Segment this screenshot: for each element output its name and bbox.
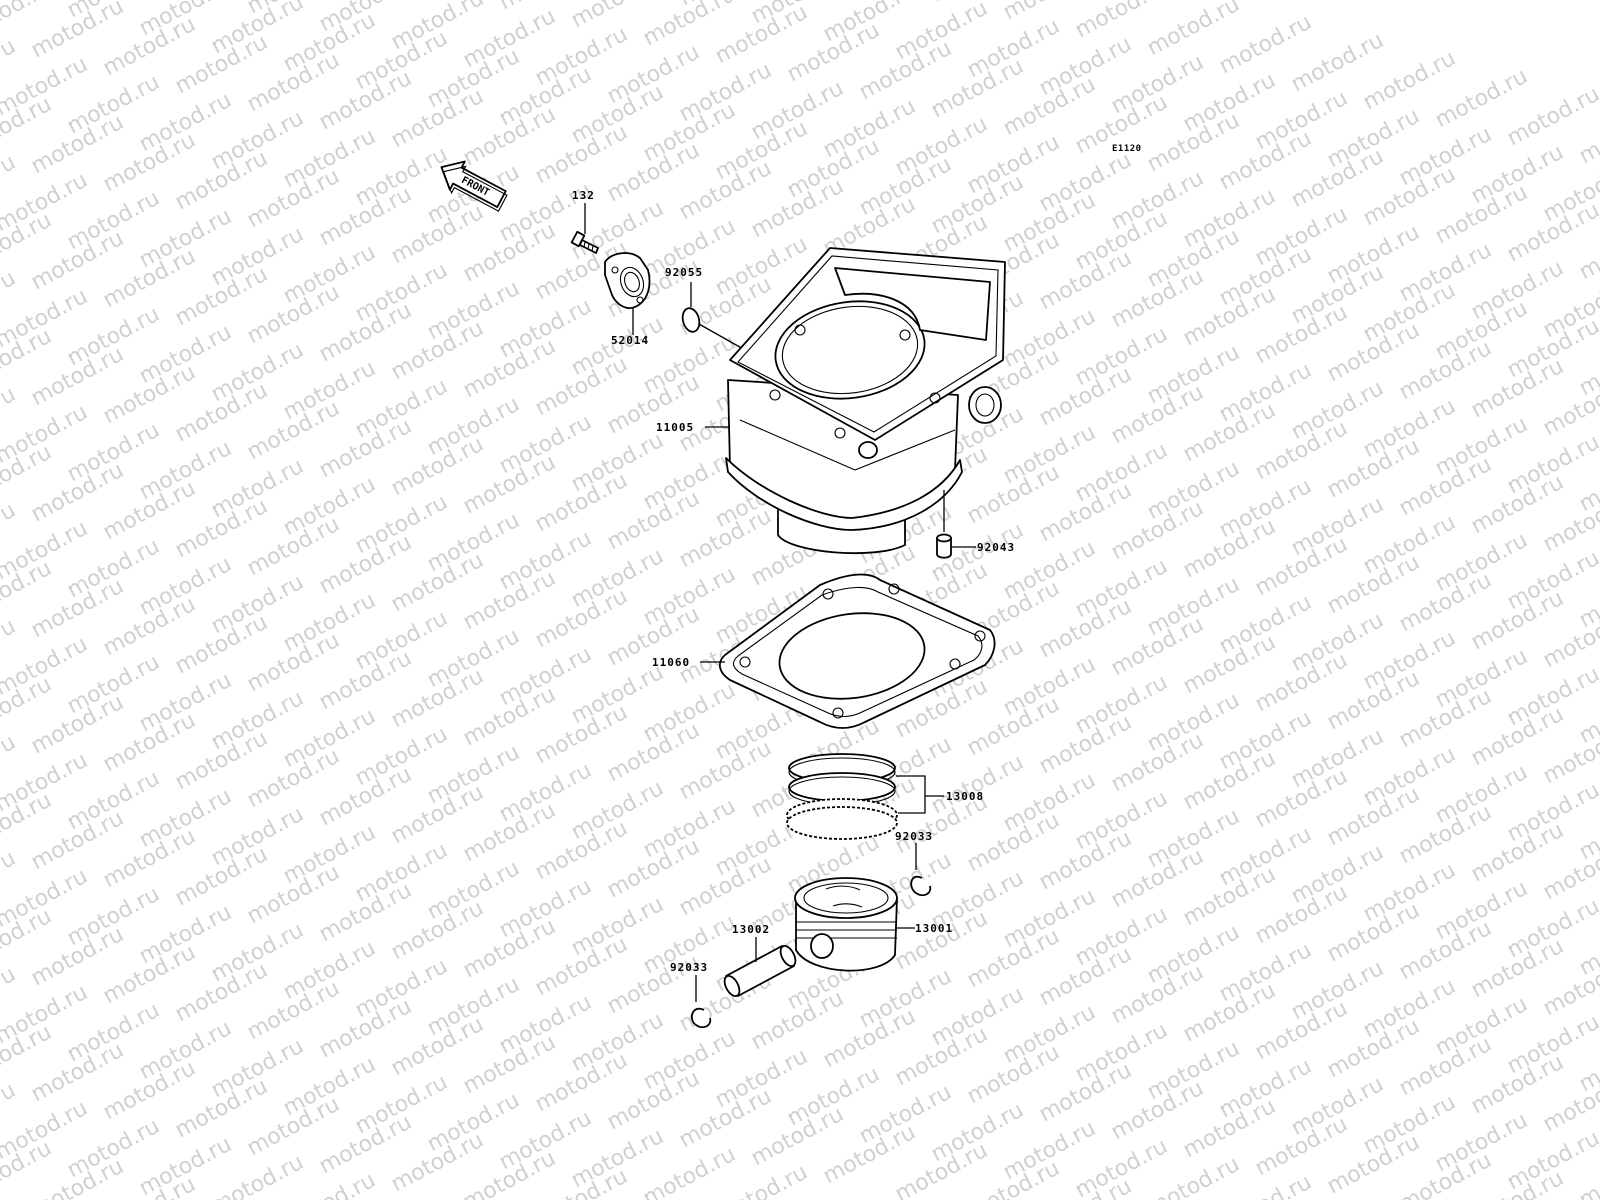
circlip-right [910,875,932,897]
piston [794,877,898,972]
callout-circlip-left: 92033 [670,961,708,974]
callout-dowel: 92043 [977,541,1015,554]
callout-ring-set: 13008 [946,790,984,803]
o-ring [681,307,701,333]
callout-piston-pin: 13002 [732,923,770,936]
fitting [604,252,651,309]
callout-fitting: 52014 [611,334,649,347]
callout-piston: 13001 [915,922,953,935]
circlip-left [690,1007,712,1029]
diagram-code: E1120 [1112,144,1142,154]
callout-gasket: 11060 [652,656,690,669]
piston-pin [723,944,797,998]
bolt [570,230,599,254]
callout-cylinder: 11005 [656,421,694,434]
front-arrow: FRONT [440,160,508,212]
callout-bolt: 132 [572,189,595,202]
dowel-pin [936,533,952,559]
base-gasket [719,573,996,729]
callout-circlip-right: 92033 [895,830,933,843]
piston-ring-set [786,753,898,840]
callout-o-ring: 92055 [665,266,703,279]
cylinder [725,247,1006,554]
